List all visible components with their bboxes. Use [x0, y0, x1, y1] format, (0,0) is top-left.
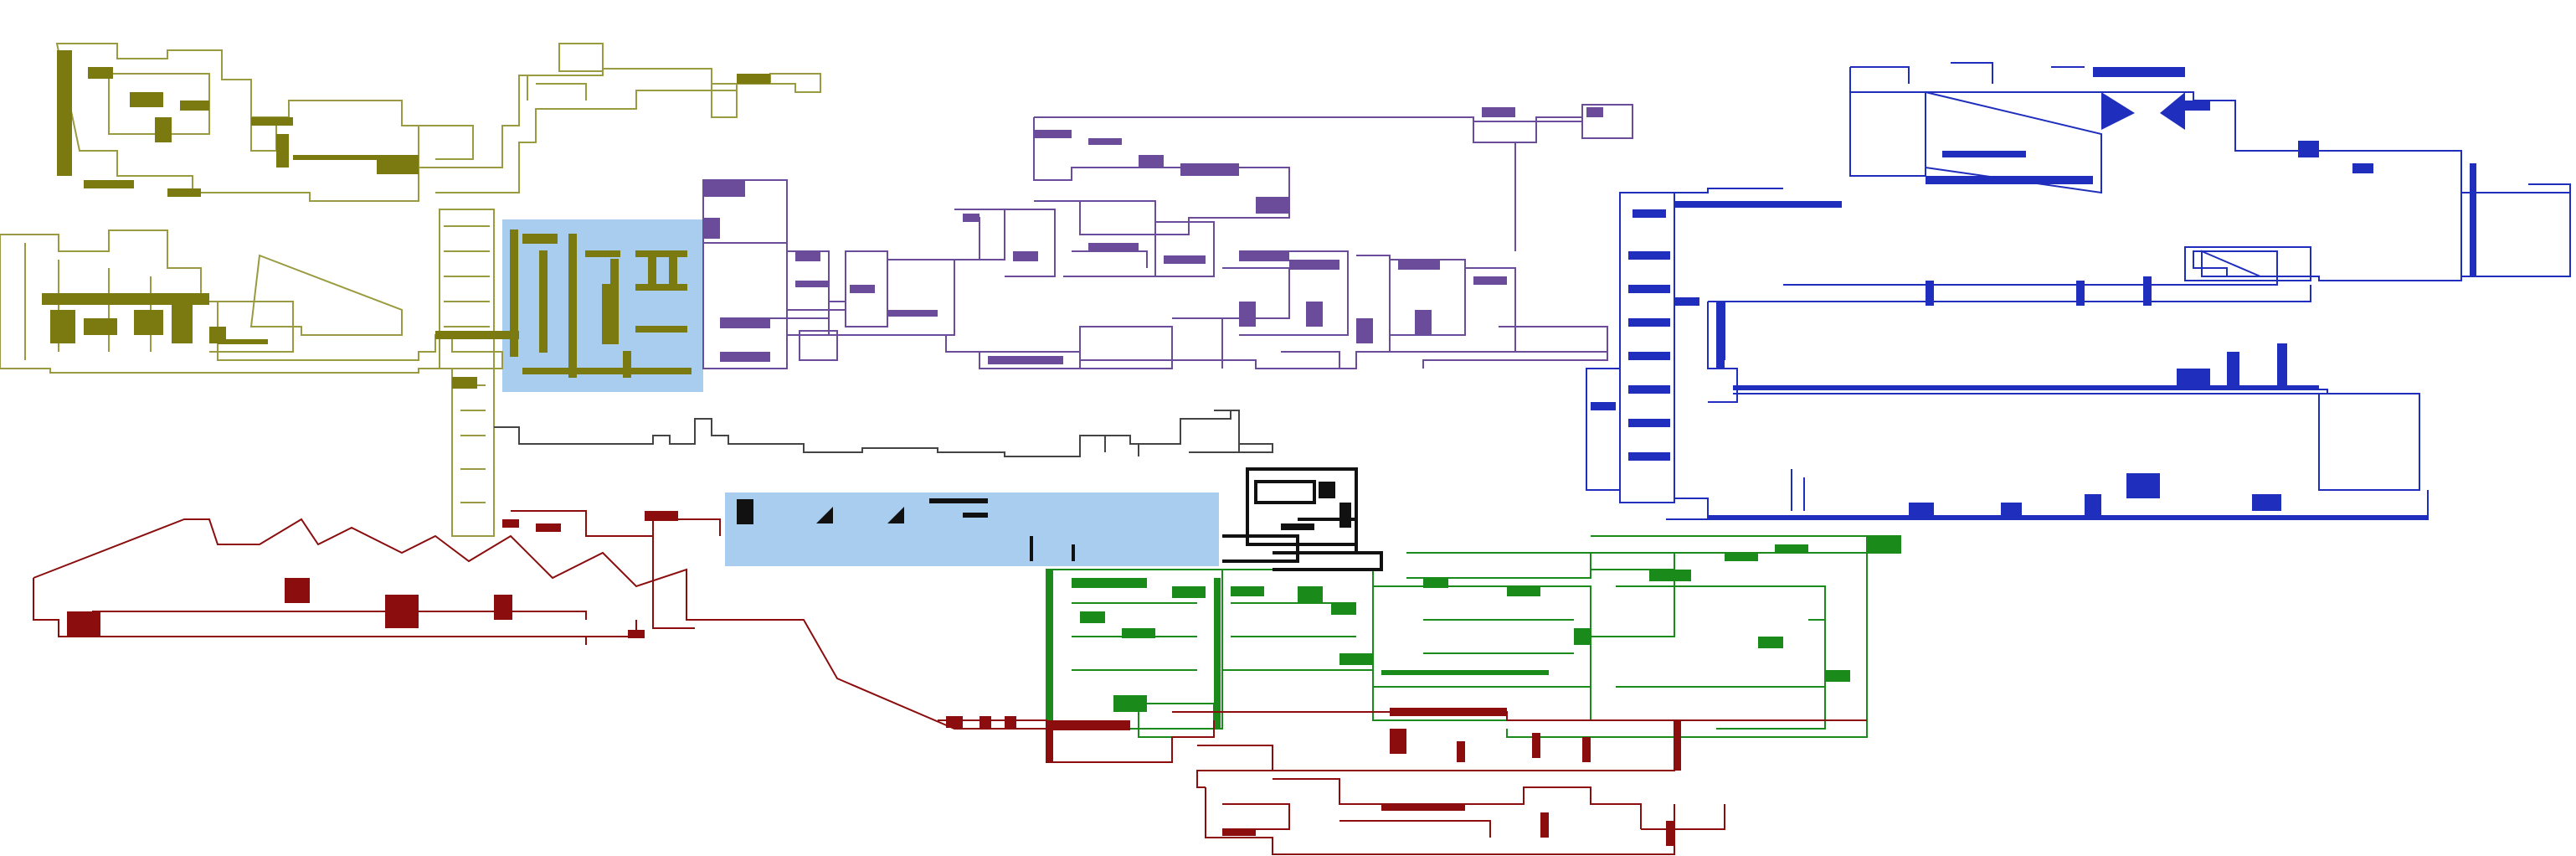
region-purple-solid [703, 107, 1603, 364]
region-blue[interactable] [1586, 62, 2571, 520]
region-olive-highlight-detail [510, 229, 692, 378]
highlight-layer [502, 219, 1219, 566]
region-darkred-solid [67, 511, 1681, 846]
region-black[interactable] [1222, 467, 1383, 571]
region-black-solid [1281, 482, 1351, 530]
region-grey-corridor[interactable] [494, 410, 1273, 457]
region-grey-corridor-solid [737, 498, 1075, 561]
region-olive-solid [42, 50, 770, 389]
region-blue-solid [1591, 67, 2476, 519]
region-purple[interactable] [702, 104, 1633, 369]
highlight-box-lower[interactable] [725, 492, 1219, 566]
